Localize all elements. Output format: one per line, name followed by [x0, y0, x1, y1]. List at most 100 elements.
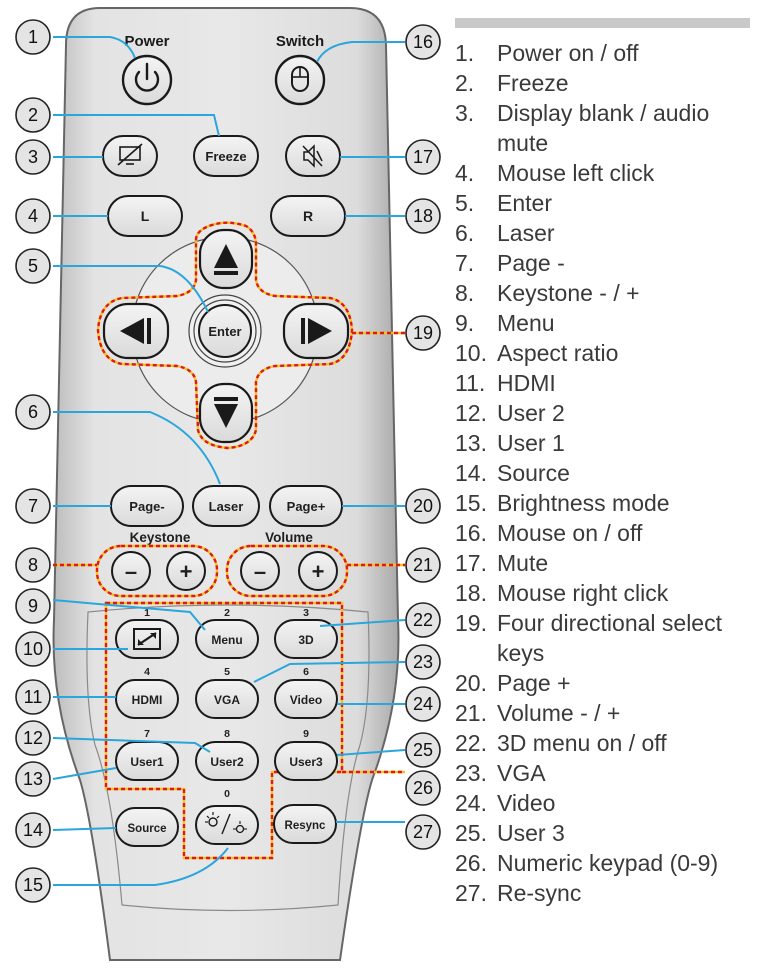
- page-minus-label: Page-: [129, 499, 164, 514]
- digit-9: 9: [303, 728, 309, 740]
- legend-item-text: Mouse on / off: [497, 518, 760, 548]
- display-blank-button[interactable]: [103, 136, 157, 176]
- callout-11: 11: [16, 680, 50, 714]
- callout-2-label: 2: [28, 105, 38, 125]
- video-button[interactable]: Video: [275, 680, 337, 718]
- legend-item-text: Page -: [497, 248, 760, 278]
- callout-25-label: 25: [413, 740, 433, 760]
- callout-3: 3: [16, 140, 50, 174]
- callout-23: 23: [406, 645, 440, 679]
- legend-item-text: Video: [497, 788, 760, 818]
- keystone-plus-button[interactable]: +: [167, 552, 205, 590]
- brightness-mode-button[interactable]: [196, 806, 258, 844]
- callout-22: 22: [406, 603, 440, 637]
- right-button[interactable]: [284, 304, 348, 358]
- user3-button[interactable]: User3: [275, 742, 337, 780]
- legend-item-text: Freeze: [497, 68, 760, 98]
- legend-item-text: Page +: [497, 668, 760, 698]
- mute-button[interactable]: [286, 136, 340, 176]
- legend-item-number: 14.: [455, 458, 497, 488]
- digit-3: 3: [303, 607, 309, 619]
- video-label: Video: [290, 693, 322, 707]
- resync-button[interactable]: Resync: [274, 805, 336, 843]
- up-button[interactable]: [200, 230, 252, 288]
- legend-header-bar: [455, 18, 750, 28]
- l-label: L: [141, 208, 150, 224]
- legend-item: 22.3D menu on / off: [455, 728, 760, 758]
- legend-item: 6.Laser: [455, 218, 760, 248]
- legend-item: 20.Page +: [455, 668, 760, 698]
- digit-4: 4: [144, 666, 150, 678]
- legend-item: 12.User 2: [455, 398, 760, 428]
- legend-item-text: Mouse right click: [497, 578, 760, 608]
- page-minus-button[interactable]: Page-: [111, 486, 183, 526]
- callout-20-label: 20: [413, 496, 433, 516]
- power-label: Power: [124, 33, 169, 50]
- volume-plus-button[interactable]: +: [299, 552, 337, 590]
- legend-item-number: 15.: [455, 488, 497, 518]
- callout-22-label: 22: [413, 610, 433, 630]
- down-button[interactable]: [200, 384, 252, 442]
- legend-item-text: User 3: [497, 818, 760, 848]
- legend-item-text: Mouse left click: [497, 158, 760, 188]
- callout-9: 9: [16, 589, 50, 623]
- laser-button[interactable]: Laser: [193, 486, 259, 526]
- enter-button[interactable]: Enter: [189, 295, 261, 367]
- mouse-switch-button[interactable]: [276, 56, 324, 104]
- legend-item-text: Aspect ratio: [497, 338, 760, 368]
- legend-item-text: Volume - / +: [497, 698, 760, 728]
- user2-button[interactable]: User2: [196, 742, 258, 780]
- switch-label: Switch: [276, 33, 324, 50]
- legend-item-text: VGA: [497, 758, 760, 788]
- digit-8: 8: [224, 728, 230, 740]
- hdmi-button[interactable]: HDMI: [116, 680, 178, 718]
- legend-item-number: 1.: [455, 38, 497, 68]
- legend-item-text: Keystone - / +: [497, 278, 760, 308]
- digit-2: 2: [224, 607, 230, 619]
- legend-item-number: 13.: [455, 428, 497, 458]
- legend-item-number: 5.: [455, 188, 497, 218]
- callout-19: 19: [406, 316, 440, 350]
- callout-6: 6: [16, 395, 50, 429]
- legend-item: 5.Enter: [455, 188, 760, 218]
- legend-item-text: User 1: [497, 428, 760, 458]
- legend-item-number: 12.: [455, 398, 497, 428]
- callout-26: 26: [406, 771, 440, 805]
- callout-23-label: 23: [413, 652, 433, 672]
- legend-item: 17.Mute: [455, 548, 760, 578]
- legend-item-number: 2.: [455, 68, 497, 98]
- mouse-left-button[interactable]: L: [108, 196, 182, 236]
- page-plus-button[interactable]: Page+: [270, 486, 342, 526]
- callout-20: 20: [406, 489, 440, 523]
- hdmi-label: HDMI: [132, 693, 163, 707]
- volume-minus-label: –: [254, 559, 266, 584]
- legend-item-number: 26.: [455, 848, 497, 878]
- callout-12: 12: [16, 721, 50, 755]
- legend-item-number: 4.: [455, 158, 497, 188]
- legend-item-number: 21.: [455, 698, 497, 728]
- aspect-ratio-button[interactable]: [116, 620, 178, 658]
- callout-21: 21: [406, 548, 440, 582]
- keystone-minus-button[interactable]: –: [112, 552, 150, 590]
- source-button[interactable]: Source: [116, 808, 178, 846]
- user1-button[interactable]: User1: [116, 742, 178, 780]
- callout-26-label: 26: [413, 778, 433, 798]
- legend-item: 1.Power on / off: [455, 38, 760, 68]
- mouse-right-button[interactable]: R: [271, 196, 345, 236]
- r-label: R: [303, 208, 313, 224]
- legend-item: 2.Freeze: [455, 68, 760, 98]
- volume-minus-button[interactable]: –: [241, 552, 279, 590]
- legend-item-number: 18.: [455, 578, 497, 608]
- freeze-button[interactable]: Freeze: [194, 136, 258, 176]
- menu-button[interactable]: Menu: [196, 620, 258, 658]
- vga-button[interactable]: VGA: [196, 680, 258, 718]
- left-button[interactable]: [104, 304, 168, 358]
- callout-10-label: 10: [23, 639, 43, 659]
- menu-label: Menu: [211, 633, 242, 647]
- legend-item: 3.Display blank / audio mute: [455, 98, 760, 158]
- power-button[interactable]: [123, 56, 171, 104]
- legend-item: 15.Brightness mode: [455, 488, 760, 518]
